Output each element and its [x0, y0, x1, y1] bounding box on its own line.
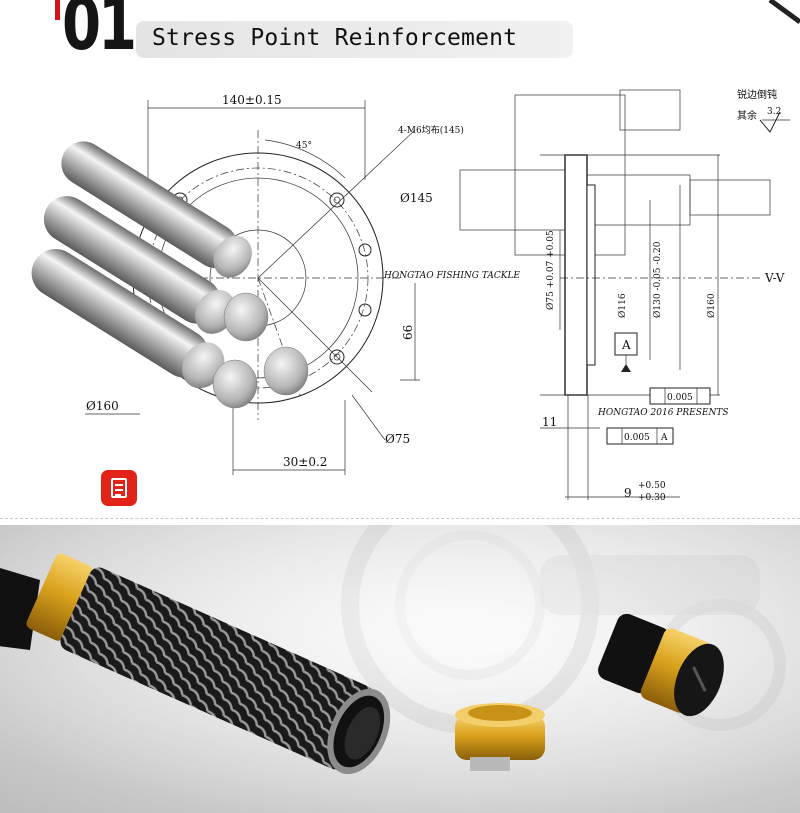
hole-note: 4-M6均布(145)	[398, 124, 464, 136]
tol-ref: A	[660, 433, 668, 443]
document-sheet	[111, 478, 127, 498]
dim-dia-130: Ø130 -0.05 -0.20	[652, 241, 663, 318]
technical-drawing: 140±0.15 45° 4-M6均布(145) Ø145 Ø160 Ø75 6…	[31, 88, 790, 503]
section-header: 01 Stress Point Reinforcement	[0, 0, 800, 70]
gold-threaded-plug	[455, 703, 545, 771]
watermark-right: HONGTAO 2016 PRESENTS	[597, 408, 729, 418]
dim-width: 140±0.15	[222, 93, 282, 107]
end-cap	[598, 613, 724, 717]
dim-dia-145: Ø145	[400, 191, 433, 205]
carbon-handle	[0, 553, 391, 775]
dim-dia-160-left: Ø160	[86, 399, 119, 413]
section-title: Stress Point Reinforcement	[152, 25, 518, 51]
section-view	[459, 89, 790, 500]
product-photo	[0, 525, 800, 813]
dim-dia-75-tol: Ø75 +0.07 +0.05	[545, 230, 556, 310]
dim-angle: 45°	[296, 141, 312, 151]
datum-a: A	[621, 338, 631, 352]
section-number: 01	[62, 0, 137, 66]
dim-dia-75: Ø75	[385, 432, 410, 446]
section-label: V-V	[764, 271, 785, 285]
dim-dia-160-right: Ø160	[706, 293, 717, 318]
steel-rods-image	[31, 141, 309, 409]
tol-perp-1: 0.005	[667, 393, 693, 403]
rod-handle-illustration	[0, 525, 800, 813]
note-remaining: 其余	[737, 109, 757, 122]
section-divider	[0, 518, 800, 519]
watermark-left: HONGTAO FISHING TACKLE	[383, 271, 520, 281]
dim-9: 9	[624, 486, 632, 500]
tol-perp-2: 0.005	[624, 433, 650, 443]
dim-9-tol-upper: +0.50	[638, 481, 666, 491]
accent-mark	[55, 0, 60, 20]
dim-66: 66	[401, 325, 415, 340]
dim-9-tol-lower: +0.30	[638, 493, 666, 503]
roughness-value: 3.2	[767, 107, 781, 117]
document-icon[interactable]	[101, 470, 137, 506]
note-sharp-edges: 锐边倒钝	[737, 88, 777, 101]
dim-30: 30±0.2	[283, 455, 327, 469]
corner-cable-decoration	[768, 0, 800, 25]
dim-dia-116: Ø116	[617, 293, 628, 318]
title-bar	[136, 21, 573, 58]
dim-11: 11	[542, 415, 557, 429]
